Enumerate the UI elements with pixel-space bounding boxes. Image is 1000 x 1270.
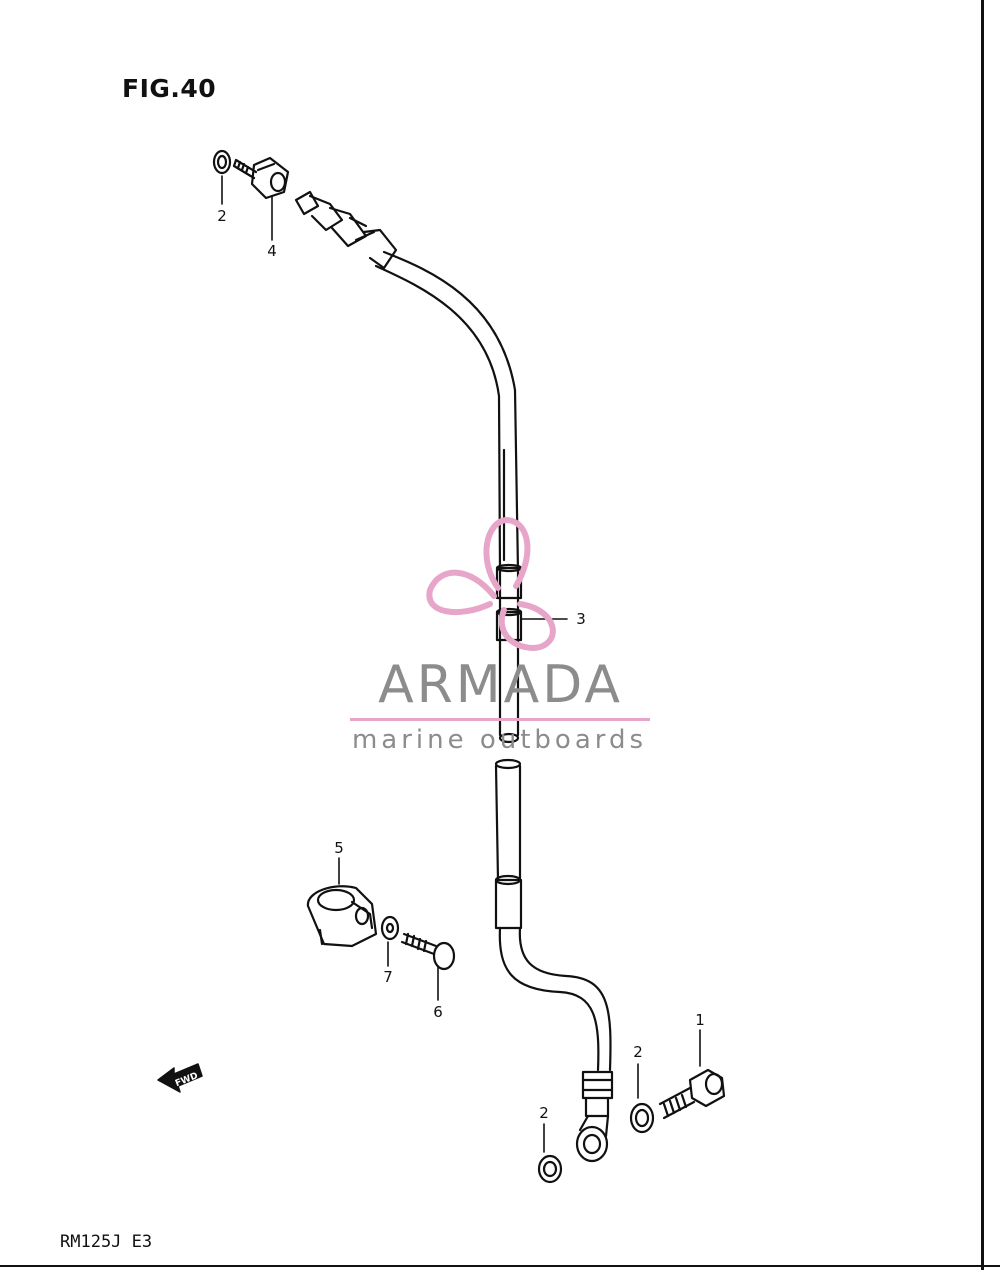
watermark-brand-name: ARMADA [378,655,623,715]
fwd-arrow-icon: FWD [157,1063,203,1093]
right-washer-part-2 [629,1102,655,1134]
lower-brake-hose [494,758,614,1118]
upper-brake-hose-part-3 [374,250,520,744]
callout-3-hose: 3 [576,610,586,628]
hose-clamp-part-5 [306,885,378,948]
callout-5-clamp: 5 [334,839,344,857]
watermark-divider [350,718,650,721]
model-code: RM125J E3 [60,1232,153,1252]
banjo-fitting [575,1114,610,1163]
callout-2-right-washer: 2 [633,1043,643,1061]
watermark-tagline: marine outboards [351,725,648,755]
callout-leaders [221,175,701,1153]
callout-7-washer: 7 [383,968,393,986]
callout-2-bottom-washer: 2 [539,1104,549,1122]
clamp-washer-part-7 [380,915,400,941]
union-bolt-part-1 [658,1068,726,1120]
top-fitting-part-4 [232,156,290,200]
clamp-bolt-part-6 [400,932,456,971]
callout-2-top-washer: 2 [217,207,227,225]
hose-top-end-fitting [294,190,398,270]
page-border-bottom [0,1265,1000,1267]
callout-6-bolt: 6 [433,1003,443,1021]
bottom-washer-part-2 [537,1154,563,1184]
figure-title: FIG.40 [122,74,217,103]
callout-4-fitting: 4 [267,242,277,260]
page-border-right [981,0,984,1270]
propeller-logo-icon [426,516,556,652]
top-washer-part-2 [212,149,232,175]
callout-1-union-bolt: 1 [695,1011,705,1029]
